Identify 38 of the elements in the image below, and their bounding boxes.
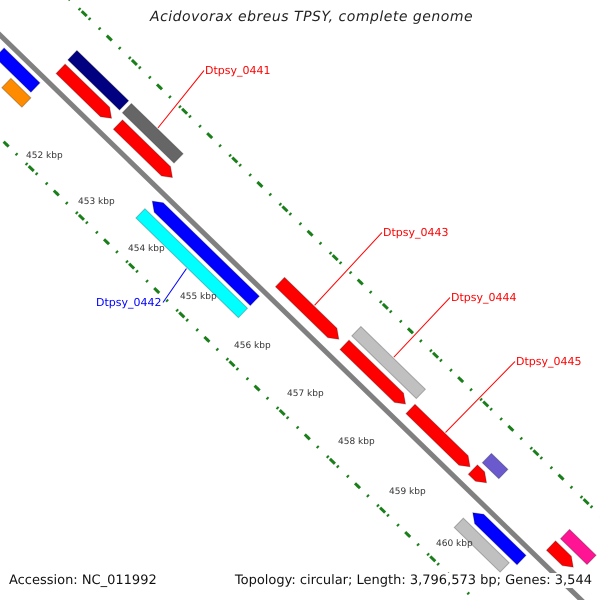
scale-label: 452 kbp	[26, 151, 63, 161]
gene-label: Dtpsy_0443	[383, 226, 449, 239]
gene-bar	[0, 47, 41, 93]
leader-line	[162, 268, 187, 303]
scale-label: 460 kbp	[436, 539, 473, 549]
gene-label: Dtpsy_0441	[205, 64, 271, 77]
gene-feature	[546, 540, 574, 568]
gene-feature	[274, 276, 340, 340]
leader-line	[314, 232, 382, 306]
accession-text: Accession: NC_011992	[9, 573, 157, 588]
genome-summary-text: Topology: circular; Length: 3,796,573 bp; Genes: 3,544	[234, 573, 592, 588]
gene-feature	[55, 63, 112, 119]
scale-label: 459 kbp	[389, 487, 426, 497]
scale-label: 455 kbp	[180, 292, 217, 302]
gene-label: Dtpsy_0445	[516, 355, 582, 368]
leader-line	[157, 70, 204, 128]
gene-feature	[112, 119, 174, 178]
scale-label: 453 kbp	[78, 197, 115, 207]
gene-feature	[339, 339, 406, 405]
gene-bar	[482, 452, 509, 480]
gene-feature	[468, 464, 488, 484]
gene-bar	[1, 78, 32, 108]
scale-label: 454 kbp	[128, 244, 165, 254]
scale-label: 458 kbp	[338, 437, 375, 447]
leader-line	[444, 361, 516, 433]
gene-label: Dtpsy_0444	[451, 291, 517, 304]
gene-feature	[405, 404, 471, 468]
scale-label: 456 kbp	[234, 341, 271, 351]
leader-line	[393, 297, 450, 358]
gene-bar	[351, 326, 426, 400]
gene-label: Dtpsy_0442	[96, 296, 162, 309]
gene-bar	[560, 528, 597, 566]
gene-bar	[67, 50, 130, 111]
gene-feature	[472, 512, 527, 566]
gene-bar	[122, 102, 184, 164]
scale-label: 457 kbp	[287, 389, 324, 399]
genome-title: Acidovorax ebreus TPSY, complete genome	[150, 9, 474, 25]
gene-bar	[454, 517, 510, 573]
